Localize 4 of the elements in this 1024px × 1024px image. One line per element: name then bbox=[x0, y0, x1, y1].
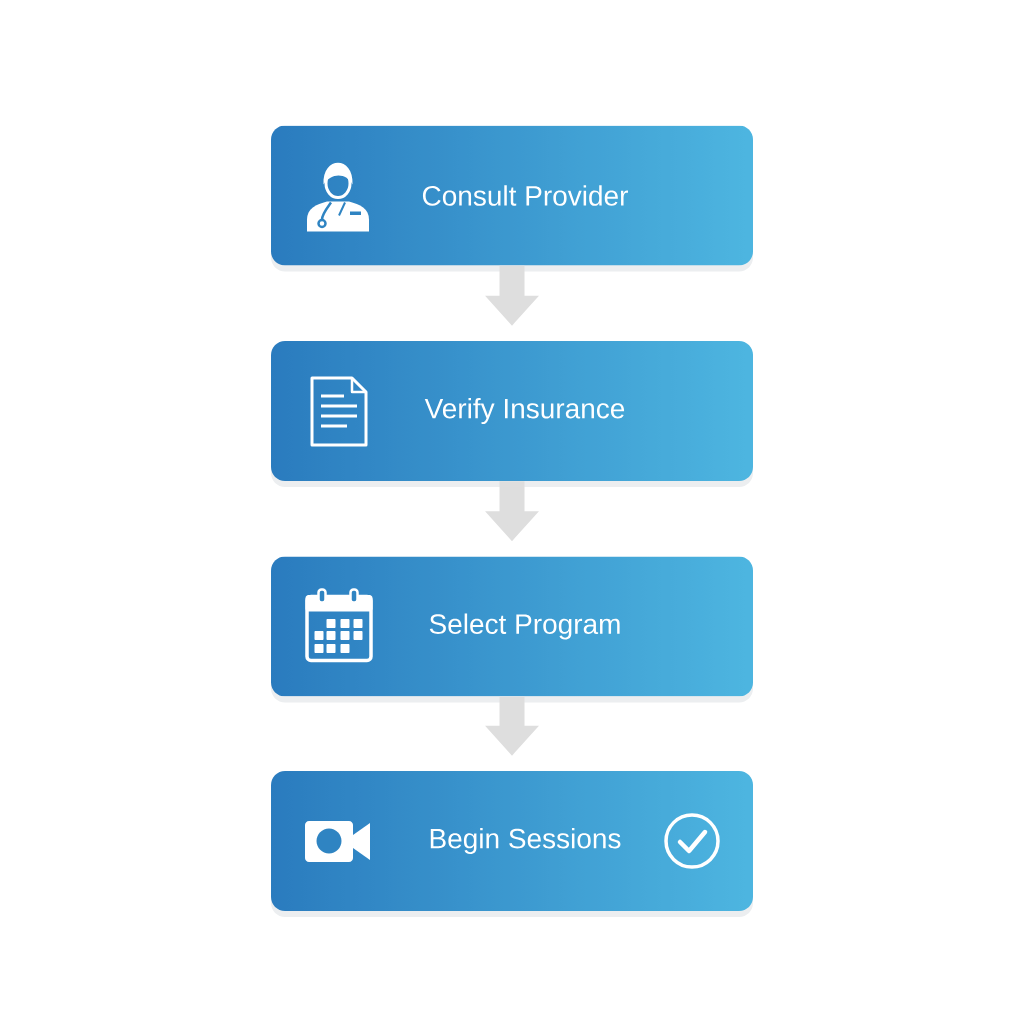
process-box: Consult Provider bbox=[271, 125, 753, 272]
process-box: Verify Insurance bbox=[271, 341, 753, 487]
process-box: Begin Sessions bbox=[271, 771, 753, 917]
process-box: Select Program bbox=[271, 556, 753, 703]
